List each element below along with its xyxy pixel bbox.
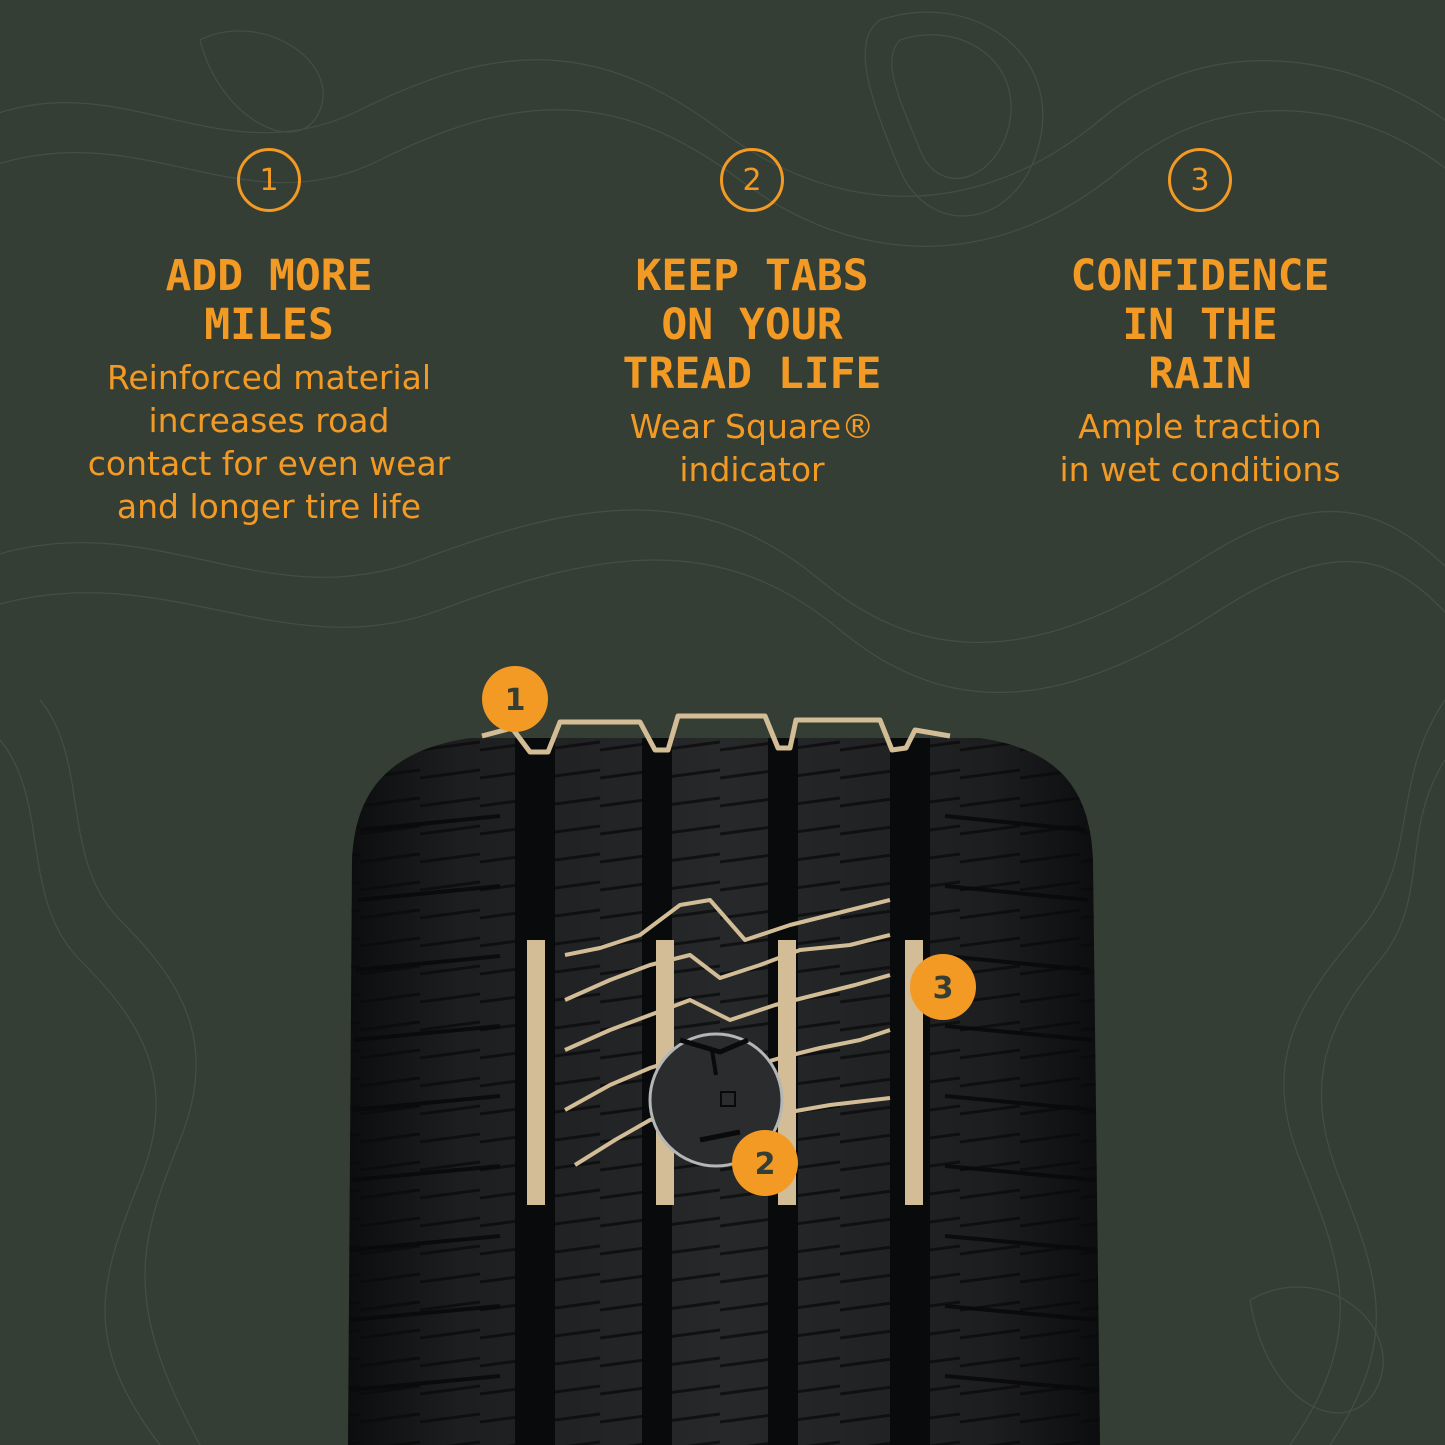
feature-number-badge: 2 [720,148,784,212]
feature-title: ADD MORE MILES [165,251,373,350]
callout-badge-3: 3 [910,954,976,1020]
feature-keep-tabs: 2 KEEP TABS ON YOUR TREAD LIFE Wear Squa… [532,148,972,491]
svg-text:2: 2 [755,1147,776,1182]
svg-text:1: 1 [505,683,526,718]
feature-title: CONFIDENCE IN THE RAIN [1070,251,1330,399]
feature-description: Reinforced material increases road conta… [87,358,451,526]
feature-title: KEEP TABS ON YOUR TREAD LIFE [622,251,882,399]
callout-badge-2: 2 [732,1130,798,1196]
feature-description: Ample traction in wet conditions [1059,407,1341,489]
feature-confidence-rain: 3 CONFIDENCE IN THE RAIN Ample traction … [980,148,1420,491]
svg-text:3: 3 [933,971,954,1006]
callout-badge-1: 1 [482,666,548,732]
wear-square-magnifier [648,1032,784,1168]
wear-square-icon [720,1091,736,1107]
feature-number-badge: 1 [237,148,301,212]
feature-description: Wear Square® indicator [629,407,875,489]
feature-number-badge: 3 [1168,148,1232,212]
feature-add-more-miles: 1 ADD MORE MILES Reinforced material inc… [49,148,489,528]
tread-profile-outline [481,713,951,755]
